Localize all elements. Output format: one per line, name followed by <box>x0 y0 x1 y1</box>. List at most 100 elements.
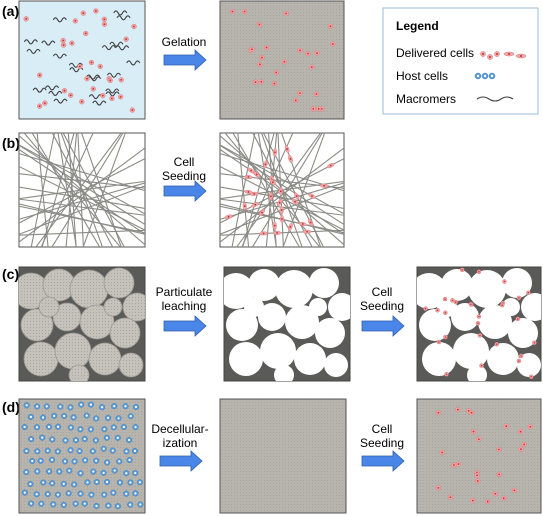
delivered-cell <box>84 76 90 82</box>
delivered-cell <box>80 10 86 16</box>
arrow-decellularization <box>159 450 203 472</box>
delivered-cell <box>284 145 290 154</box>
pore <box>122 292 145 322</box>
process-arrow <box>163 315 207 337</box>
host-cell <box>34 468 41 475</box>
pore <box>422 342 456 376</box>
macromer-chain <box>116 15 131 21</box>
delivered-cell <box>305 51 311 57</box>
hydrogel-box <box>219 0 345 120</box>
pore <box>224 273 254 309</box>
host-cell <box>38 500 45 507</box>
delivered-cell <box>272 221 277 230</box>
legend-title: Legend <box>396 19 439 33</box>
host-cell <box>474 72 482 80</box>
legend-item-delivered-cells: Delivered cells <box>396 46 474 60</box>
host-cell <box>56 468 63 475</box>
host-cell <box>21 489 28 496</box>
delivered-cell <box>79 99 85 105</box>
delivered-cell <box>302 229 312 234</box>
delivered-cell <box>118 77 124 83</box>
delivered-cell <box>528 374 534 380</box>
delivered-cell <box>83 30 89 37</box>
host-cell <box>76 448 83 455</box>
pore <box>88 342 122 376</box>
host-cell <box>34 403 41 410</box>
host-cell <box>116 458 123 465</box>
host-cell <box>105 502 112 509</box>
pore <box>417 273 447 309</box>
fiber <box>220 229 344 236</box>
host-cell <box>81 435 88 443</box>
macromer-chain <box>23 39 38 45</box>
delivered-cell <box>263 44 270 51</box>
delivered-cell <box>308 193 316 199</box>
fiber <box>19 180 145 200</box>
macromer-chain <box>105 91 120 97</box>
host-cell <box>77 426 84 433</box>
host-cell <box>82 457 89 464</box>
delivered-cell <box>224 214 233 220</box>
delivered-cell <box>69 40 75 46</box>
delivered-cell <box>259 231 268 236</box>
pore <box>244 297 264 317</box>
panel-label-d: (d) <box>2 399 20 415</box>
macromer-chain <box>88 94 103 100</box>
fiber <box>23 133 122 247</box>
delivered-cell <box>455 461 462 467</box>
delivered-cell <box>60 42 67 48</box>
host-cell <box>50 501 57 508</box>
pore <box>109 317 141 349</box>
host-cell <box>137 501 144 508</box>
delivered-cell <box>501 495 507 501</box>
host-cell <box>127 479 134 486</box>
delivered-cell <box>436 339 442 345</box>
fiber <box>19 144 145 226</box>
delivered-cell <box>297 90 303 96</box>
delivered-cell <box>249 46 255 52</box>
fiber <box>19 229 145 236</box>
fiber <box>19 144 145 215</box>
pore <box>324 353 348 377</box>
fiber <box>220 144 344 226</box>
host-cell <box>55 423 62 430</box>
fiber <box>19 205 145 234</box>
delivered-cell <box>273 69 279 76</box>
delivered-cell <box>117 94 124 100</box>
delivered-cell <box>297 47 303 54</box>
fiber <box>220 144 344 215</box>
delivered-cell <box>443 334 448 340</box>
delivered-cell <box>515 316 521 322</box>
host-cell <box>33 424 41 431</box>
delivered-cell <box>502 279 507 284</box>
fiber <box>51 133 124 247</box>
macromer-chain <box>41 40 56 46</box>
host-cell <box>78 401 85 408</box>
host-cell <box>54 448 61 455</box>
delivered-cell <box>310 106 316 112</box>
delivered-cell <box>316 106 322 112</box>
delivered-cell <box>476 314 482 319</box>
native-tissue-box <box>18 398 146 514</box>
host-cell <box>89 448 96 455</box>
delivered-cell <box>442 296 448 302</box>
process-arrow <box>361 450 405 472</box>
host-cell <box>101 426 108 433</box>
host-cell <box>44 491 51 498</box>
fiber <box>41 133 75 247</box>
arrow-cell-seeding-b <box>163 180 207 202</box>
host-cell <box>126 437 133 444</box>
delivered-cell <box>470 429 477 435</box>
fiber <box>231 133 256 247</box>
host-cell <box>60 501 67 508</box>
delivered-cell <box>288 222 293 231</box>
macromer-chain <box>32 87 47 93</box>
delivered-cell <box>97 63 103 70</box>
delivered-cell <box>516 358 522 364</box>
host-cell <box>40 479 47 486</box>
delivered-cell <box>42 100 48 106</box>
host-cell <box>92 437 99 444</box>
